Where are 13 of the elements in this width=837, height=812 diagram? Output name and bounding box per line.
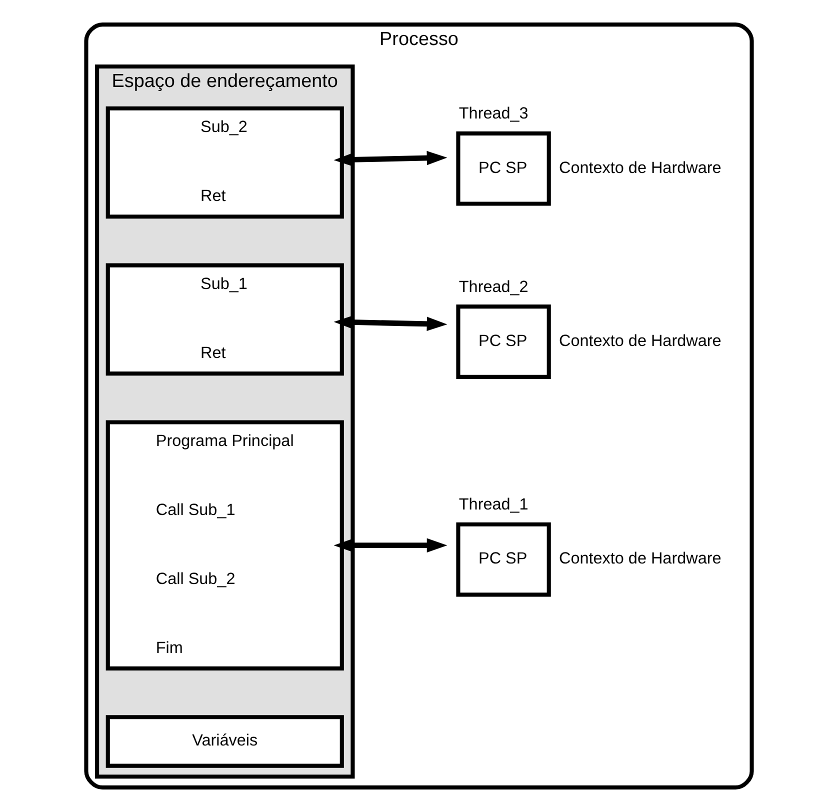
arrow [333,150,447,167]
node-label: Contexto de Hardware [558,332,721,350]
node-box: Sub_1 Ret [105,263,344,376]
node-label: Contexto de Hardware [558,550,721,568]
arrow [333,538,447,552]
node-box: Sub_2 Ret [105,106,344,219]
node-label: Contexto de Hardware [558,158,721,177]
node-box: Variáveis [105,715,344,768]
node-label: Thread_3 [458,104,528,123]
node-box: Programa Principal Call Sub_1 Call Sub_2 Fim [105,420,344,670]
node-label: Thread_1 [458,496,528,514]
arrow [333,315,447,332]
node-label: Thread_2 [458,278,528,296]
